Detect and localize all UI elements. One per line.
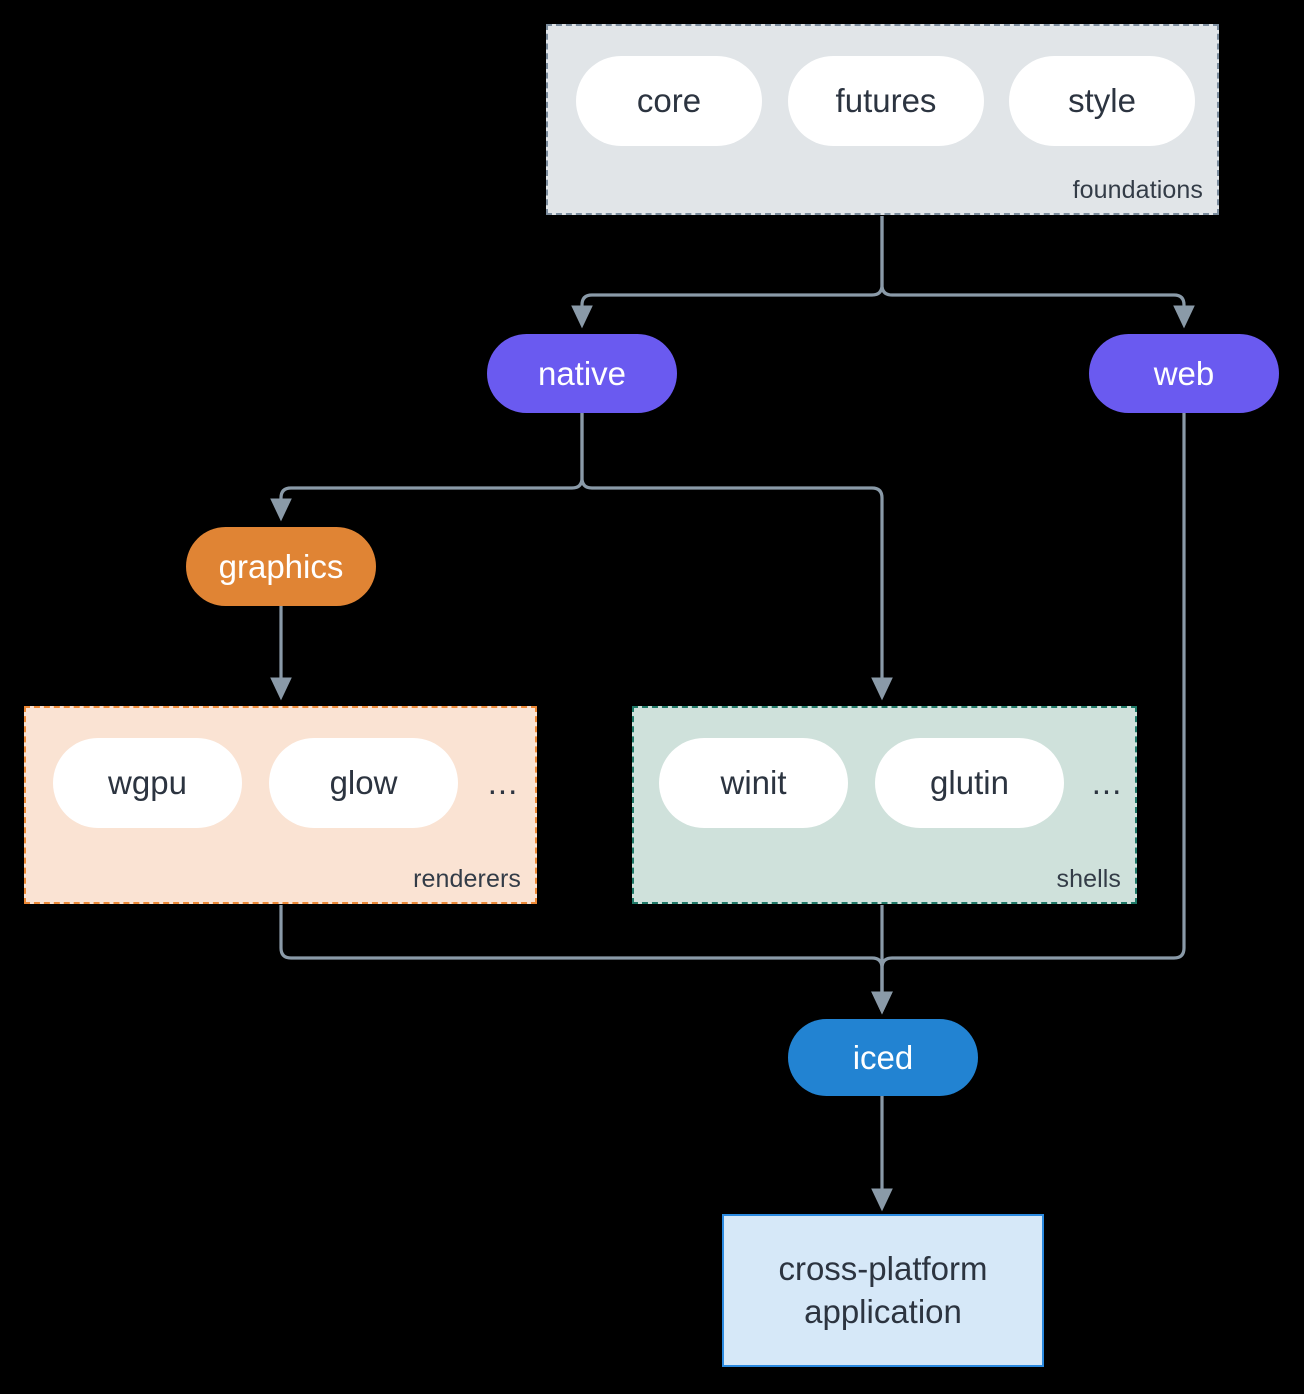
cluster-foundations: core futures style foundations [546, 24, 1219, 215]
node-web[interactable]: web [1089, 334, 1279, 413]
chip-glow[interactable]: glow [269, 738, 458, 828]
cluster-label-foundations: foundations [1072, 176, 1203, 204]
node-graphics[interactable]: graphics [186, 527, 376, 606]
chip-winit[interactable]: winit [659, 738, 848, 828]
edge-foundations-web [880, 216, 1195, 329]
chip-more-shells: ... [1091, 764, 1123, 801]
chip-more-renderers: ... [487, 764, 519, 801]
application-line-1: cross-platform [778, 1250, 988, 1288]
node-native[interactable]: native [487, 334, 677, 413]
edge-native-shells [580, 413, 893, 701]
edge-native-graphics [270, 413, 584, 522]
chip-wgpu[interactable]: wgpu [53, 738, 242, 828]
edge-renderers-iced [279, 905, 893, 1015]
cluster-label-renderers: renderers [413, 865, 521, 893]
cluster-renderers: wgpu glow ... renderers [24, 706, 537, 904]
node-iced[interactable]: iced [788, 1019, 978, 1096]
chip-futures[interactable]: futures [788, 56, 984, 146]
application-line-2: application [804, 1292, 962, 1330]
cluster-shells: winit glutin ... shells [632, 706, 1137, 904]
node-cross-platform-application[interactable]: cross-platform application [722, 1214, 1044, 1367]
chip-core[interactable]: core [576, 56, 762, 146]
chip-style[interactable]: style [1009, 56, 1195, 146]
edge-foundations-native [571, 216, 884, 329]
chip-glutin[interactable]: glutin [875, 738, 1064, 828]
cluster-label-shells: shells [1056, 865, 1121, 893]
